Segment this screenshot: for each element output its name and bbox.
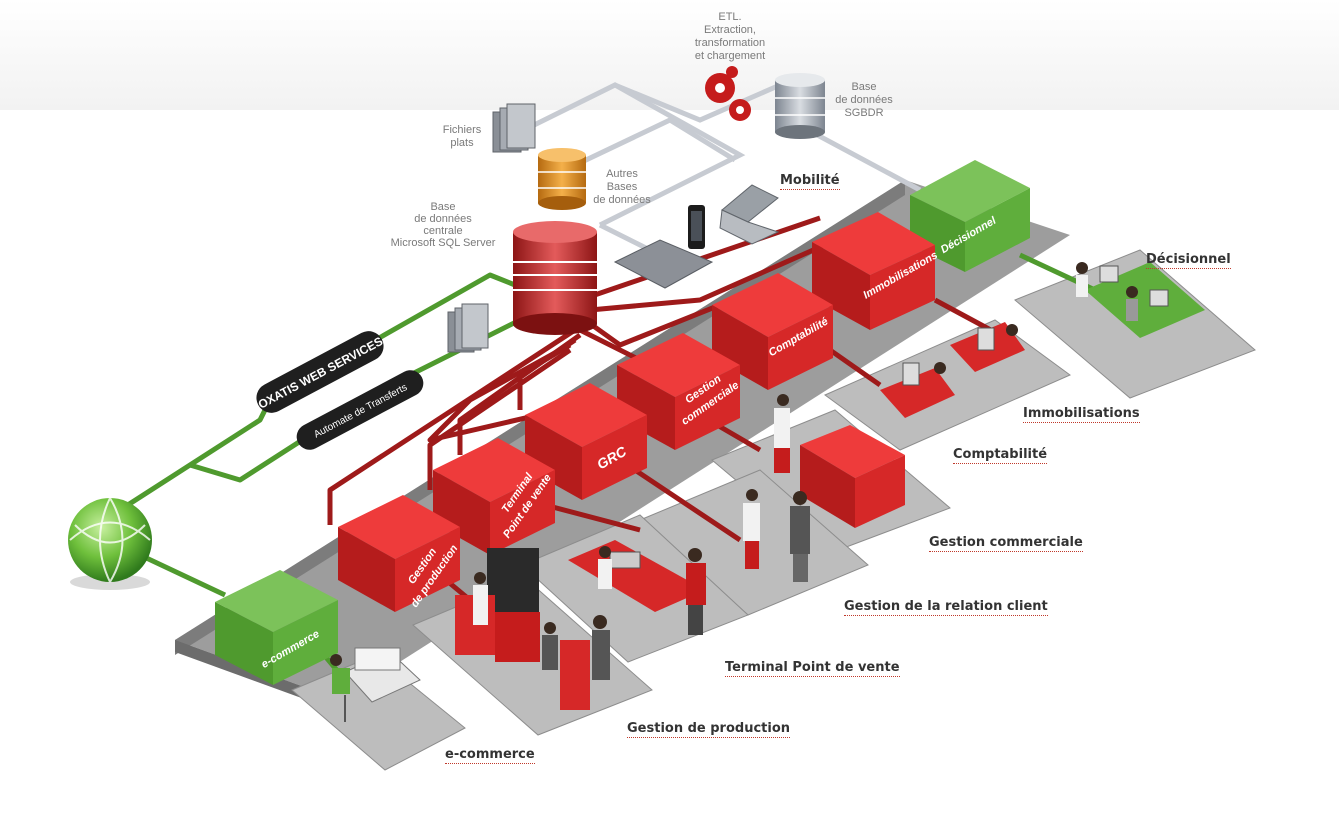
svg-text:Bases: Bases [607, 181, 638, 193]
pos-counter [568, 540, 706, 635]
link-relation-client[interactable]: Gestion de la relation client [844, 599, 1048, 616]
transfer-files-icon [447, 303, 489, 353]
svg-text:centrale: centrale [423, 225, 462, 237]
link-comptabilite[interactable]: Comptabilité [953, 447, 1048, 464]
decisionnel-desk [1076, 262, 1205, 338]
svg-text:de données: de données [835, 94, 893, 106]
autres-bases-label: Autres Bases de données [593, 168, 651, 206]
link-gestion-commerciale[interactable]: Gestion commerciale [929, 535, 1083, 552]
grc-cube: GRC [525, 383, 647, 500]
link-terminal-point-de-vente[interactable]: Terminal Point de vente [725, 660, 900, 677]
comptabilite-cabinets [774, 394, 905, 528]
svg-text:SGBDR: SGBDR [844, 107, 883, 119]
central-db-label: Base de données centrale Microsoft SQL S… [391, 201, 496, 249]
immobilisations-desk [880, 322, 1025, 418]
sgbdr-database-icon [775, 73, 825, 139]
gestion-commerciale-cube: Gestion commerciale [617, 333, 741, 450]
orange-database-icon [538, 148, 586, 210]
files-icon [492, 103, 536, 153]
smartphone-icon [688, 205, 705, 249]
svg-text:Extraction,: Extraction, [704, 24, 756, 36]
svg-text:ETL.: ETL. [718, 11, 741, 23]
svg-text:Fichiers: Fichiers [443, 124, 482, 136]
immobilisations-cube: Immobilisations [812, 212, 940, 330]
svg-text:Base: Base [851, 81, 876, 93]
central-database-icon [513, 221, 597, 335]
laptop-icon [719, 184, 780, 245]
svg-text:de données: de données [593, 194, 651, 206]
svg-text:Base: Base [430, 201, 455, 213]
ecommerce-desk [330, 647, 421, 722]
comptabilite-cube: Comptabilité [712, 273, 833, 390]
gears-icon [705, 66, 751, 121]
svg-text:de données: de données [414, 213, 472, 225]
ecommerce-cube: e-commerce [215, 570, 338, 685]
gestion-production-cube: Gestion de production [338, 495, 461, 612]
etl-label: ETL. Extraction, transformation et charg… [695, 11, 765, 62]
link-immobilisations[interactable]: Immobilisations [1023, 406, 1140, 423]
terminal-cube: Terminal Point de vente [433, 438, 555, 555]
automate-label: Automate de Transferts [312, 382, 409, 441]
production-machines [455, 548, 610, 710]
svg-text:plats: plats [450, 137, 474, 149]
sgbdr-label: Base de données SGBDR [835, 81, 893, 119]
link-gestion-de-production[interactable]: Gestion de production [627, 721, 791, 738]
link-mobilite[interactable]: Mobilité [780, 173, 840, 190]
svg-text:transformation: transformation [695, 37, 765, 49]
link-ecommerce[interactable]: e-commerce [445, 747, 535, 764]
link-decisionnel[interactable]: Décisionnel [1146, 252, 1231, 269]
svg-text:Microsoft SQL Server: Microsoft SQL Server [391, 237, 496, 249]
svg-text:et chargement: et chargement [695, 50, 765, 62]
tablet-icon [613, 239, 714, 289]
header-band [0, 0, 1339, 110]
relation-client-people [743, 489, 810, 582]
decisionnel-cube: Décisionnel [910, 160, 1030, 272]
svg-text:Autres: Autres [606, 168, 638, 180]
fichiers-label: Fichiers plats [443, 124, 482, 149]
globe-icon [68, 497, 152, 590]
